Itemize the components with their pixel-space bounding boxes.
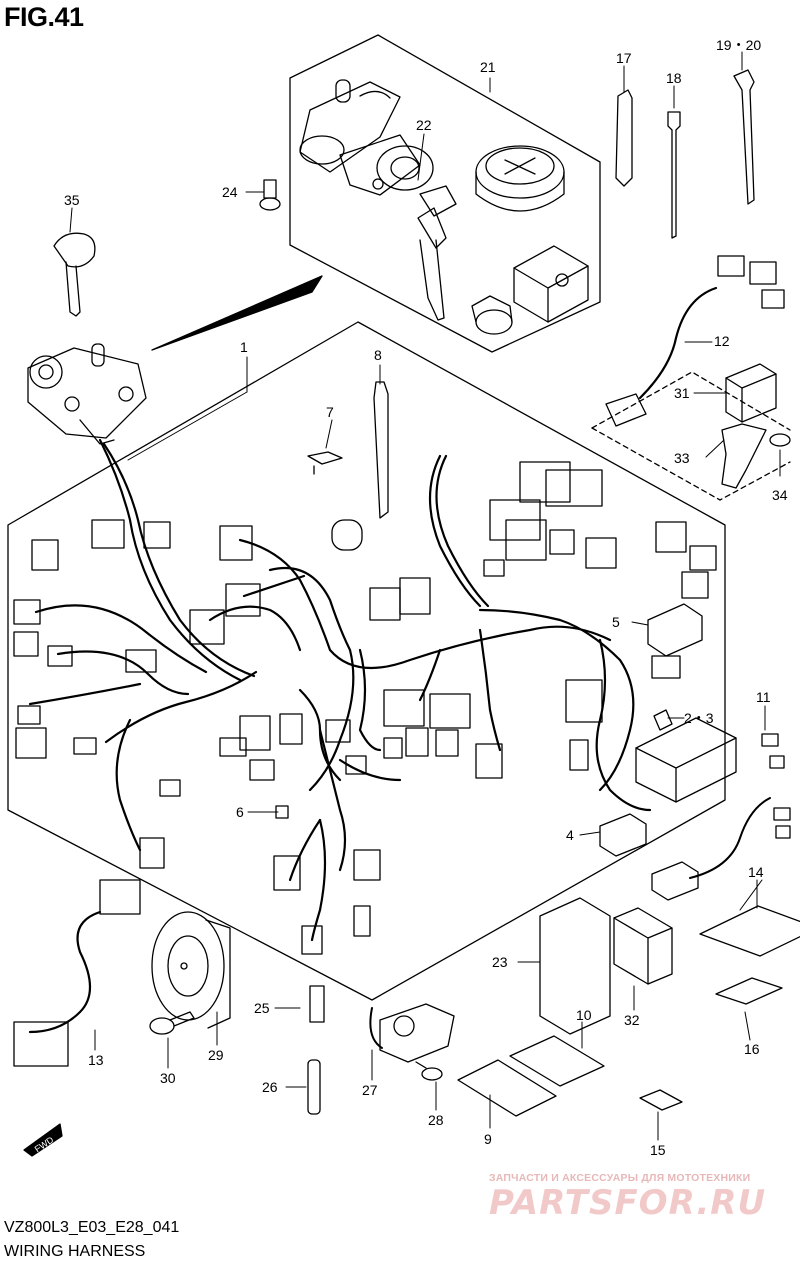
relay-bracket-frame-lower	[591, 427, 791, 501]
callout-4: 4	[566, 827, 574, 843]
sheet-10	[509, 1035, 605, 1087]
callout-7: 7	[326, 404, 334, 420]
watermark-brand: PARTSFOR.RU	[489, 1183, 767, 1223]
ignition-key	[417, 185, 457, 321]
callout-15: 15	[650, 1142, 666, 1158]
callout-27: 27	[362, 1082, 378, 1098]
seat-lock	[513, 245, 589, 323]
callout-11: 11	[756, 689, 771, 705]
relay-5	[647, 603, 703, 657]
callout-19-20: 19・20	[716, 37, 762, 53]
callout-10: 10	[576, 1007, 592, 1023]
bolt-28	[415, 1061, 443, 1081]
callout-16: 16	[744, 1041, 760, 1057]
sub-harness-13	[13, 879, 141, 1067]
fwd-arrow	[23, 1123, 63, 1157]
callout-22: 22	[416, 117, 432, 133]
callout-25: 25	[254, 1000, 270, 1016]
callout-2-3: 2・3	[684, 710, 714, 726]
sub-harness-12	[605, 255, 785, 427]
cable-tie-18	[667, 111, 681, 239]
callout-21: 21	[480, 59, 496, 75]
ignition-switch-assembly	[299, 79, 434, 196]
callout-30: 30	[160, 1070, 176, 1086]
callout-23: 23	[492, 954, 508, 970]
harness-cables	[28, 438, 652, 942]
terminal-6	[275, 805, 289, 819]
callout-1: 1	[240, 339, 248, 355]
cable-tie-19-20	[733, 69, 755, 205]
ignition-switch-housing	[27, 343, 147, 445]
clamp-17	[615, 89, 633, 187]
horn-29	[151, 911, 231, 1029]
figure-label: FIG.41	[4, 2, 84, 32]
sensor-27	[369, 1003, 455, 1063]
callout-17: 17	[616, 50, 632, 66]
sheet-14	[699, 905, 800, 957]
drawing-code: VZ800L3_E03_E28_041	[4, 1219, 180, 1236]
callout-13: 13	[88, 1052, 104, 1068]
relay-4	[599, 813, 647, 857]
switch-25	[309, 985, 325, 1023]
callout-6: 6	[236, 804, 244, 820]
clamp-8	[373, 381, 389, 519]
callout-29: 29	[208, 1047, 224, 1063]
callout-8: 8	[374, 347, 382, 363]
callout-5: 5	[612, 614, 620, 630]
sheet-16	[715, 977, 783, 1005]
callout-35: 35	[64, 192, 80, 208]
callout-28: 28	[428, 1112, 444, 1128]
relay-bracket-frame	[591, 371, 791, 431]
fuel-cap-lock	[475, 145, 565, 212]
relay-32	[613, 907, 673, 985]
callout-14: 14	[748, 864, 764, 880]
callout-33: 33	[674, 450, 690, 466]
callout-24: 24	[222, 184, 238, 200]
orientation-wedge	[151, 275, 323, 351]
relay-31	[725, 363, 777, 423]
main-harness-frame	[7, 321, 726, 1001]
bracket-33	[721, 423, 767, 489]
harness-connectors	[13, 461, 717, 955]
boot-26	[307, 1059, 321, 1115]
fuse-box	[635, 709, 737, 803]
tag-15	[639, 1089, 683, 1111]
screw-24	[259, 179, 281, 211]
callout-31: 31	[674, 385, 690, 401]
callout-34: 34	[772, 487, 788, 503]
ignition-switch-set-frame	[289, 34, 601, 353]
sheet-9	[457, 1059, 557, 1117]
bolt-30	[149, 1011, 195, 1035]
callout-9: 9	[484, 1131, 492, 1147]
screw-34	[769, 433, 791, 447]
callout-18: 18	[666, 70, 682, 86]
callout-26: 26	[262, 1079, 278, 1095]
clip-7	[307, 451, 343, 475]
leader-lines	[69, 51, 781, 1141]
plate-23	[539, 897, 611, 1035]
watermark-subtitle: ЗАПЧАСТИ И АКСЕССУАРЫ ДЛЯ МОТОТЕХНИКИ	[489, 1172, 751, 1184]
lead-11	[651, 733, 791, 901]
drawing-title: WIRING HARNESS	[4, 1243, 146, 1260]
callout-32: 32	[624, 1012, 640, 1028]
lock-cylinder	[471, 295, 513, 335]
spare-key	[53, 232, 96, 317]
callout-12: 12	[714, 333, 730, 349]
